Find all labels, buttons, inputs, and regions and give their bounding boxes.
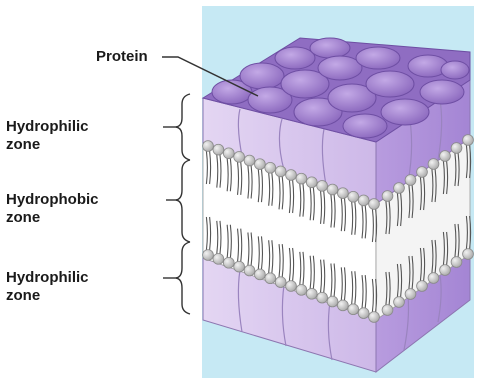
hydrophobic-zone-label: Hydrophobic zone — [6, 191, 99, 227]
zone-middle-line2: zone — [6, 209, 99, 227]
bracket-top — [176, 94, 190, 160]
protein-cell-cap — [343, 114, 387, 138]
protein-cell-cap — [441, 61, 469, 79]
protein-cell-cap — [381, 99, 429, 125]
protein-cell-cap — [240, 63, 284, 89]
protein-cell-cap — [318, 56, 362, 80]
zone-bottom-line1: Hydrophilic — [6, 269, 89, 287]
protein-cell-cap — [356, 47, 400, 69]
bracket-middle — [176, 160, 190, 242]
zone-middle-line1: Hydrophobic — [6, 191, 99, 209]
zone-top-line2: zone — [6, 136, 89, 154]
protein-cell-cap — [310, 38, 350, 58]
zone-bottom-line2: zone — [6, 287, 89, 305]
zone-top-line1: Hydrophilic — [6, 118, 89, 136]
protein-cell-cap — [420, 80, 464, 104]
protein-cell-cap — [366, 71, 414, 97]
protein-cell-cap — [275, 47, 315, 69]
zone-brackets — [176, 94, 190, 314]
hydrophilic-zone-top-label: Hydrophilic zone — [6, 118, 89, 154]
bracket-bottom — [176, 242, 190, 314]
hydrophilic-zone-bottom-label: Hydrophilic zone — [6, 269, 89, 305]
protein-label: Protein — [96, 48, 148, 66]
